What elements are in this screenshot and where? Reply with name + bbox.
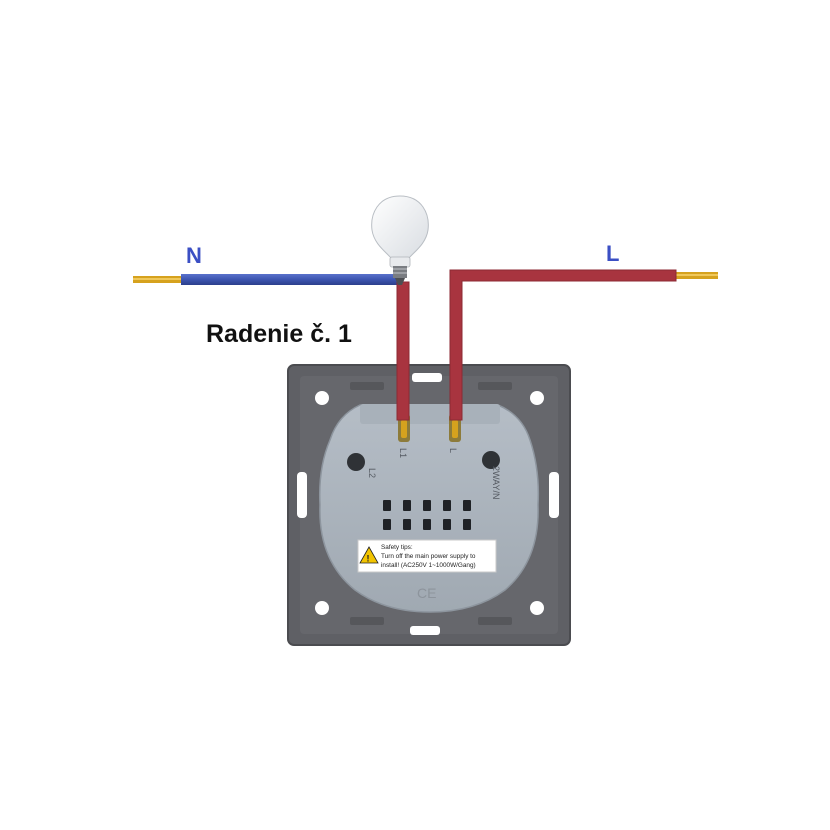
side-slot-left [297, 472, 307, 518]
vent-grid [383, 500, 471, 530]
screw-recess-left [347, 453, 365, 471]
safety-line-1: Turn off the main power supply to [381, 553, 476, 560]
terminal-label-t3: L [448, 448, 458, 453]
safety-line-2: install! (AC250V 1~1000W/Gang) [381, 562, 476, 569]
live-label: L [606, 241, 619, 266]
safety-title: Safety tips: [381, 544, 413, 551]
warning-icon [359, 546, 379, 564]
light-bulb-icon [371, 195, 429, 285]
corner-hole-tr [530, 391, 544, 405]
corner-hole-bl [315, 601, 329, 615]
screw-recess-right [482, 451, 500, 469]
side-slot-right [549, 472, 559, 518]
lamp-wire [396, 281, 410, 421]
bottom-slot [410, 626, 440, 635]
safety-sticker: ! Safety tips: Turn off the main power s… [357, 539, 497, 573]
ce-mark: CE [417, 585, 436, 601]
top-slot [412, 373, 442, 382]
terminal-label-t4: 2WAY/N [491, 466, 501, 500]
neutral-wire [133, 274, 401, 285]
switch-module: L2 L1 L 2WAY/N ! Safety tips: Turn off t… [318, 404, 540, 613]
svg-text:!: ! [367, 554, 370, 564]
live-wire [449, 269, 718, 421]
neutral-label: N [186, 243, 202, 268]
diagram-caption: Radenie č. 1 [206, 320, 352, 348]
corner-hole-br [530, 601, 544, 615]
corner-hole-tl [315, 391, 329, 405]
terminal-label-t2: L1 [398, 448, 408, 458]
terminal-label-t1: L2 [367, 468, 377, 478]
